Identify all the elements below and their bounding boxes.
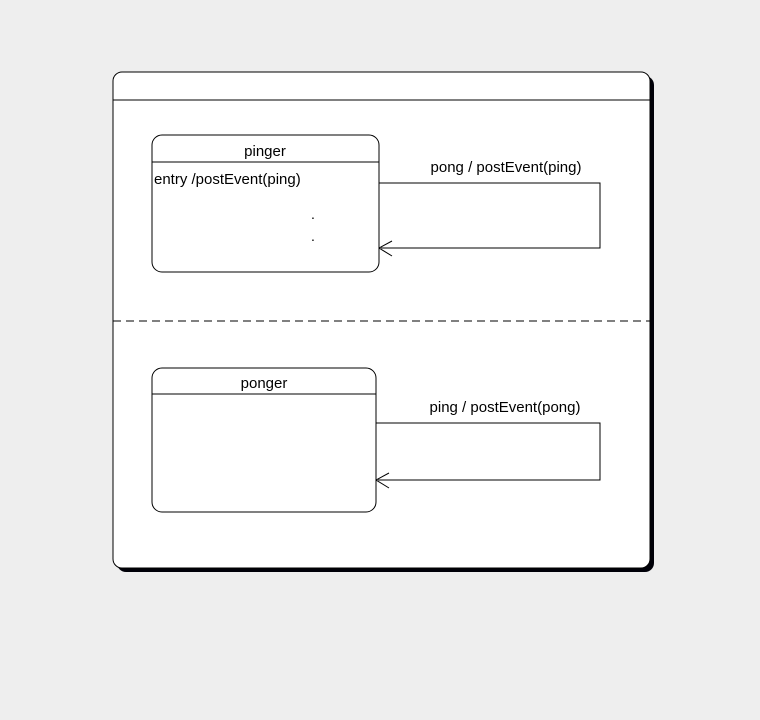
ellipsis-dot: . [311,206,315,222]
region-pinger: pong / postEvent(ping) pinger entry /pos… [151,134,601,273]
transition-pong-label: pong / postEvent(ping) [431,159,582,176]
transition-ping-label: ping / postEvent(pong) [430,399,581,416]
state-pinger-title-label: pinger [244,143,286,160]
region-ponger: ping / postEvent(pong) ponger [151,367,601,513]
state-ponger-title-label: ponger [241,375,288,392]
ellipsis-dot: . [311,228,315,244]
self-transition-pong-path [379,182,601,249]
state-box-ponger [151,367,377,513]
state-pinger-entry-action-label: entry /postEvent(ping) [154,171,301,188]
self-transition-ping-path [376,422,601,481]
state-box-pinger [151,134,380,273]
